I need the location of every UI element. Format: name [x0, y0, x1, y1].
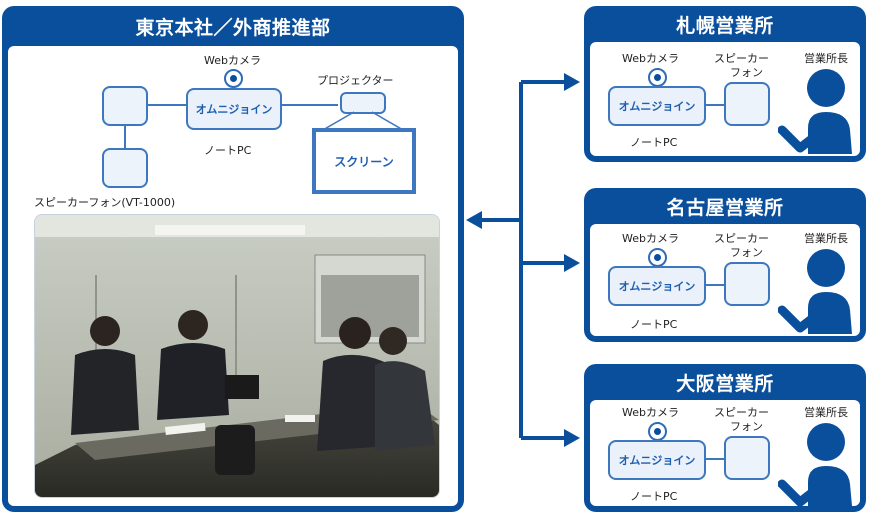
- branch-panel-sapporo: 札幌営業所 Webカメラ オムニジョイン スピーカー フォン ノートPC 営業所…: [584, 6, 866, 162]
- webcam-icon: [648, 68, 667, 87]
- notepc-label: ノートPC: [630, 318, 678, 331]
- connector-line: [706, 458, 724, 460]
- omnijoin-box: オムニジョイン: [608, 86, 706, 126]
- webcam-icon: [648, 422, 667, 441]
- speaker-label-1: スピーカー: [714, 232, 769, 245]
- branch-panel-osaka: 大阪営業所 Webカメラ オムニジョイン スピーカー フォン ノートPC 営業所…: [584, 364, 866, 512]
- branch-content: Webカメラ オムニジョイン スピーカー フォン ノートPC 営業所長: [590, 224, 860, 336]
- speaker-label-2: フォン: [730, 246, 763, 259]
- speakerphone-label: スピーカーフォン(VT-1000): [34, 196, 176, 209]
- projector-icon: [340, 92, 386, 114]
- omnijoin-box: オムニジョイン: [608, 266, 706, 306]
- branch-title: 名古屋営業所: [666, 196, 784, 219]
- projector-label: プロジェクター: [317, 74, 394, 87]
- branch-panel-nagoya: 名古屋営業所 Webカメラ オムニジョイン スピーカー フォン ノートPC 営業…: [584, 188, 866, 342]
- connector-line: [148, 104, 186, 106]
- laptop-side-box: [102, 86, 148, 126]
- manager-person-icon: [778, 69, 852, 154]
- screen-label: スクリーン: [316, 132, 412, 190]
- webcam-label: Webカメラ: [622, 406, 679, 419]
- speaker-label-1: スピーカー: [714, 52, 769, 65]
- notepc-label: ノートPC: [204, 144, 252, 157]
- speakerphone-box: [724, 262, 770, 306]
- manager-label: 営業所長: [804, 406, 848, 419]
- manager-label: 営業所長: [804, 52, 848, 65]
- connector-line: [706, 284, 724, 286]
- webcam-label: Webカメラ: [622, 232, 679, 245]
- speakerphone-box: [724, 436, 770, 480]
- notepc-label: ノートPC: [630, 490, 678, 503]
- meeting-room-photo: [34, 214, 440, 498]
- tokyo-panel: 東京本社／外商推進部 Webカメラ オムニジョイン プロジェクター スクリーン …: [2, 6, 464, 512]
- omnijoin-box: オムニジョイン: [608, 440, 706, 480]
- webcam-label: Webカメラ: [622, 52, 679, 65]
- notepc-label: ノートPC: [630, 136, 678, 149]
- tokyo-title: 東京本社／外商推進部: [135, 16, 331, 39]
- manager-label: 営業所長: [804, 232, 848, 245]
- speakerphone-box: [724, 82, 770, 126]
- webcam-label: Webカメラ: [204, 54, 261, 67]
- tokyo-content: Webカメラ オムニジョイン プロジェクター スクリーン ノートPC スピーカー…: [8, 46, 458, 506]
- connector-line: [706, 104, 724, 106]
- omnijoin-box: オムニジョイン: [186, 88, 282, 130]
- manager-person-icon: [778, 249, 852, 334]
- speakerphone-box: [102, 148, 148, 188]
- branch-title: 札幌営業所: [676, 14, 774, 37]
- webcam-icon: [224, 69, 243, 88]
- branch-content: Webカメラ オムニジョイン スピーカー フォン ノートPC 営業所長: [590, 42, 860, 156]
- connector-line: [282, 104, 338, 106]
- speaker-label-1: スピーカー: [714, 406, 769, 419]
- connector-line: [124, 126, 126, 148]
- meeting-photo-drawing: [35, 215, 439, 497]
- branch-content: Webカメラ オムニジョイン スピーカー フォン ノートPC 営業所長: [590, 400, 860, 506]
- screen-icon: スクリーン: [312, 128, 416, 194]
- webcam-icon: [648, 248, 667, 267]
- manager-person-icon: [778, 423, 852, 506]
- branch-title: 大阪営業所: [676, 372, 774, 395]
- speaker-label-2: フォン: [730, 420, 763, 433]
- speaker-label-2: フォン: [730, 66, 763, 79]
